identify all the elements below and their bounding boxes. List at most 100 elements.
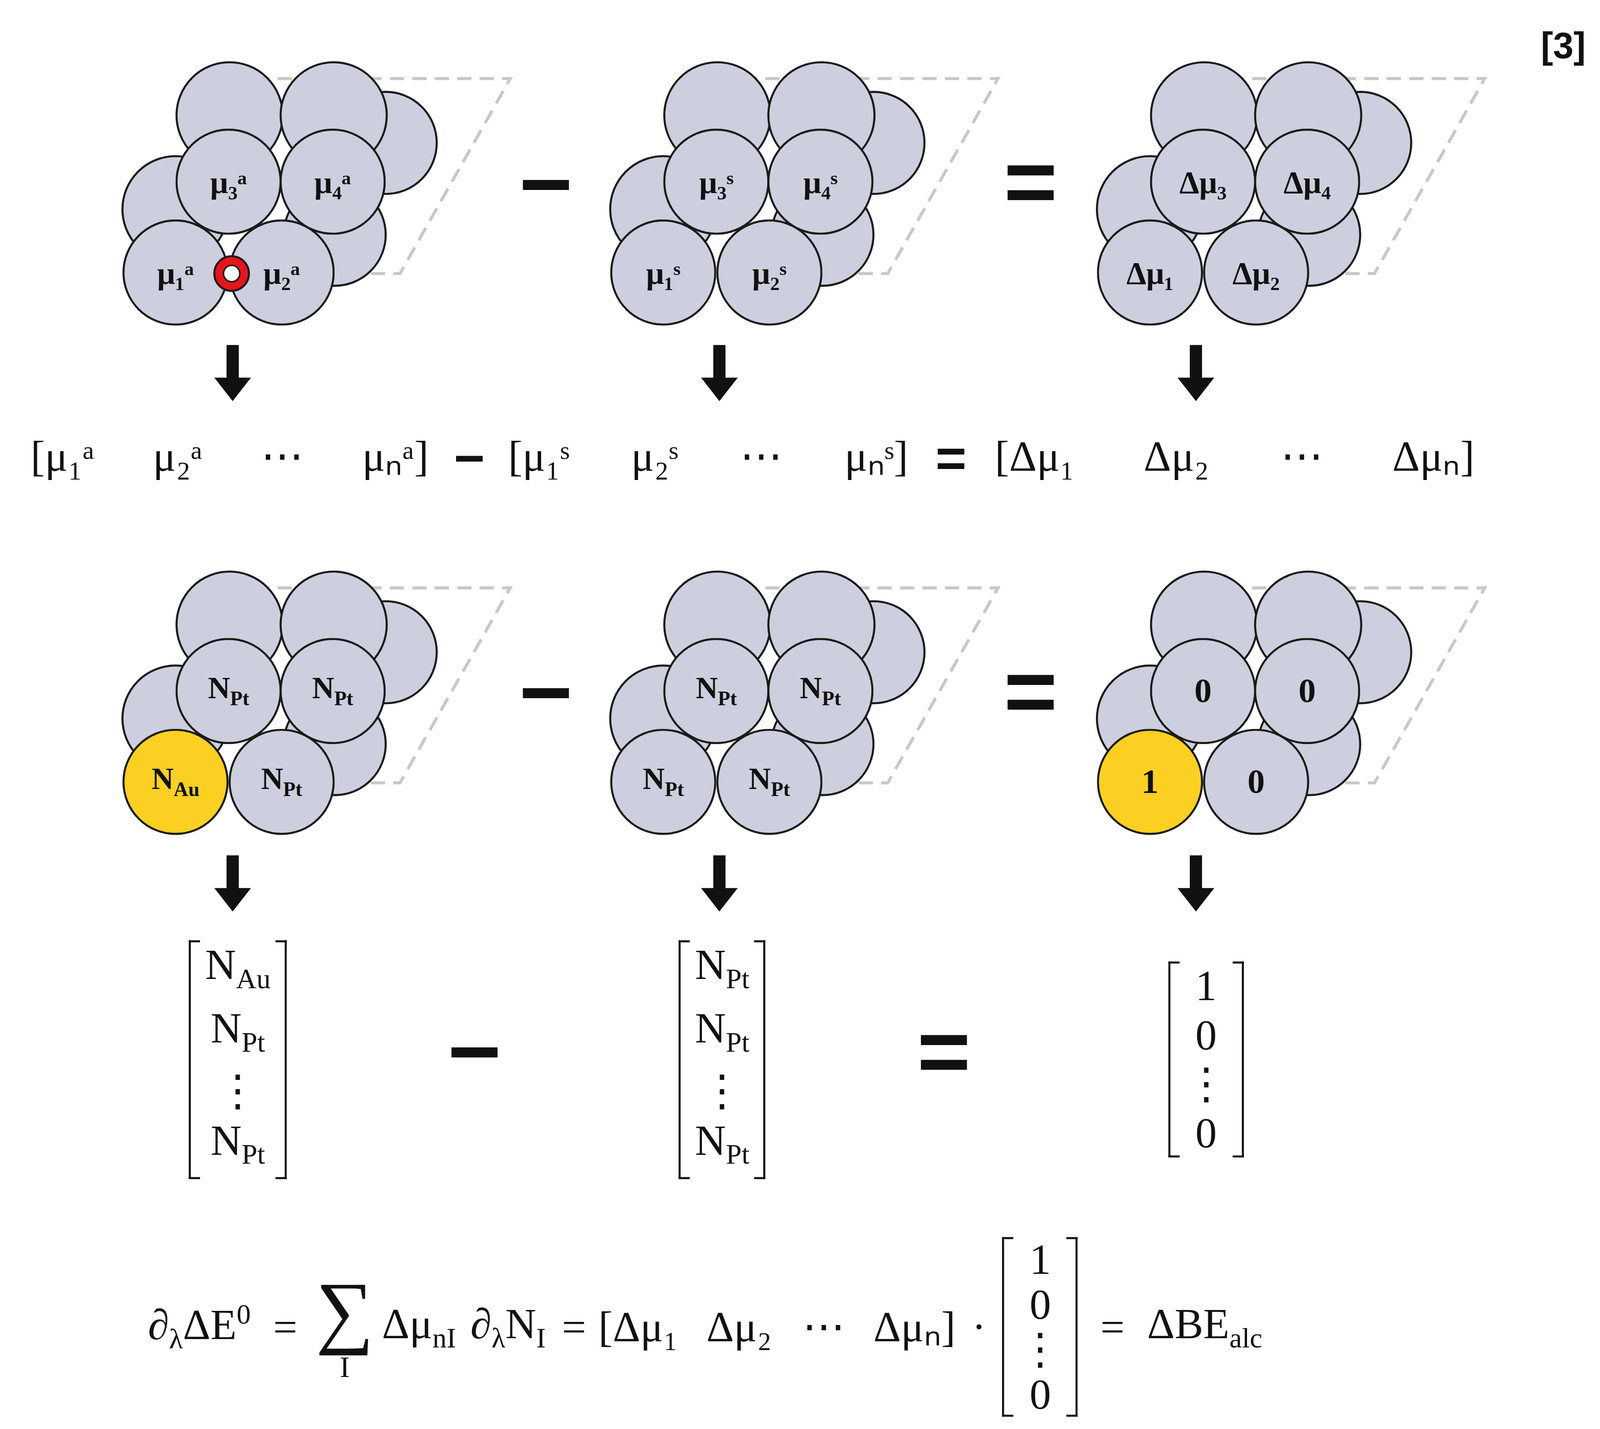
column-vector: NPtNPt⋮NPt: [678, 939, 766, 1179]
atom-label: NPt: [260, 763, 302, 800]
vector-entry: 1: [1018, 1236, 1062, 1282]
vector-entry: ⋮: [204, 1066, 271, 1116]
atom-symbol: 1: [1141, 762, 1159, 801]
atom-symbol: μ₂ˢ: [752, 254, 787, 291]
atom-node: μ₄ˢ: [767, 128, 874, 235]
sum-index: I: [339, 1352, 350, 1383]
math-symbol: [Δμ₁ Δμ₂ ⋯ Δμₙ]: [598, 1303, 956, 1351]
atom-label: Δμ₃: [1179, 165, 1227, 198]
math-subscript: alc: [1229, 1321, 1263, 1353]
atom-label: NPt: [311, 672, 353, 709]
equation-row: ∂λΔE0=∑IΔμnI∂λNI=[Δμ₁ Δμ₂ ⋯ Δμₙ]·10⋮0=ΔB…: [148, 1236, 1263, 1417]
atom-label: NPt: [748, 763, 790, 800]
math-group: =: [273, 1303, 298, 1351]
math-symbol: N: [210, 1004, 242, 1052]
math-symbol: 1: [1029, 1235, 1051, 1283]
equals-sign: =: [916, 1005, 971, 1097]
atom-subscript: Pt: [664, 777, 684, 800]
atom-label: 0: [1298, 673, 1316, 709]
equation-row: NAuNPt⋮NPt: [188, 939, 287, 1179]
atom-symbol: N: [748, 761, 771, 796]
math-symbol: N: [204, 941, 236, 989]
math-subscript: Pt: [725, 1025, 750, 1058]
math-subscript: Pt: [241, 1025, 266, 1058]
atom-node: μ₃ᵃ: [175, 128, 282, 235]
atom-node: Δμ₄: [1254, 128, 1361, 235]
math-subscript: Pt: [725, 1137, 750, 1170]
math-symbol: ∂: [470, 1299, 492, 1348]
atom-subscript: Au: [173, 777, 200, 800]
minus-sign: −: [447, 1005, 502, 1097]
atom-node: Δμ₂: [1202, 219, 1310, 326]
atom-label: μ₂ˢ: [752, 256, 787, 289]
atom-symbol: μ₂ᵃ: [263, 254, 301, 291]
math-symbol: =: [273, 1303, 298, 1351]
atom-node: Δμ₃: [1150, 128, 1257, 235]
vector-entry: NPt: [694, 1115, 750, 1179]
math-symbol: ·: [972, 1303, 987, 1351]
summation: ∑I: [315, 1270, 375, 1383]
math-group: ∂λΔE0: [148, 1298, 251, 1355]
atom-label: Δμ₂: [1232, 256, 1280, 289]
math-symbol: N: [505, 1299, 537, 1348]
atom-label: μ₁ᵃ: [157, 256, 194, 289]
vector-entry: 0: [1018, 1281, 1062, 1327]
math-symbol: ⋮: [216, 1067, 260, 1115]
minus-sign: −: [519, 645, 573, 738]
atom-symbol: 0: [1194, 671, 1212, 710]
math-symbol: 0: [1029, 1370, 1051, 1418]
math-superscript: 0: [236, 1297, 251, 1330]
vector-entry: NPt: [694, 1002, 750, 1066]
math-symbol: Δμ: [382, 1299, 433, 1348]
atom-symbol: N: [799, 670, 822, 705]
math-subscript: nI: [432, 1321, 457, 1353]
equation-row: 10⋮0: [1168, 961, 1244, 1158]
atom-node: NPt: [663, 637, 770, 744]
math-symbol: 0: [1195, 1109, 1218, 1157]
atom-label: μ₂ᵃ: [263, 256, 301, 289]
atom-node: μ₃ˢ: [663, 128, 770, 235]
math-symbol: N: [694, 941, 726, 989]
math-symbol: ⋮: [700, 1067, 744, 1115]
atom-node: μ₄ᵃ: [279, 128, 386, 235]
column-vector: 10⋮0: [1168, 961, 1244, 1158]
bracket-left: [1168, 961, 1180, 1158]
math-group: ΔBEalc: [1147, 1299, 1263, 1354]
column-vector: NAuNPt⋮NPt: [188, 939, 287, 1179]
bracket-right: [1066, 1236, 1078, 1417]
bracket-right: [1232, 961, 1244, 1158]
atom-node: Δμ₁: [1096, 219, 1203, 326]
atom-label: 0: [1247, 764, 1265, 799]
math-group: =: [561, 1303, 587, 1351]
atom-label: NPt: [695, 672, 737, 709]
vector-entry: NPt: [204, 1002, 271, 1066]
math-symbol: ⋮: [1018, 1325, 1062, 1373]
atom-symbol: N: [695, 670, 718, 705]
atom-symbol: Δμ₁: [1126, 254, 1174, 291]
atom-subscript: Pt: [717, 686, 737, 710]
atom-node: NPt: [175, 637, 282, 744]
vector-entry: 1: [1184, 961, 1228, 1010]
atom-symbol: μ₃ˢ: [699, 163, 734, 200]
math-group: ·: [972, 1303, 987, 1351]
math-symbol: 1: [1195, 962, 1218, 1010]
atom-symbol: μ₄ᵃ: [314, 163, 351, 200]
atom-symbol: N: [311, 670, 335, 705]
atom-symbol: N: [151, 761, 174, 796]
atom-label: μ₄ˢ: [803, 165, 838, 198]
math-symbol: ⋮: [1184, 1060, 1228, 1108]
atom-label: μ₃ˢ: [699, 165, 734, 198]
atom-node: NPt: [228, 728, 335, 835]
column-vector: 10⋮0: [1002, 1236, 1078, 1417]
math-symbol: N: [694, 1116, 726, 1164]
atom-symbol: Δμ₄: [1283, 163, 1331, 200]
math-group: ∂λNI: [470, 1299, 546, 1354]
math-subscript: λ: [491, 1321, 506, 1353]
math-symbol: N: [694, 1004, 726, 1052]
bracket-right: [275, 939, 287, 1179]
math-subscript: Au: [236, 962, 271, 995]
atom-symbol: μ₃ᵃ: [210, 163, 247, 200]
atom-node: NPt: [716, 728, 823, 835]
math-subscript: Pt: [725, 962, 750, 995]
atom-label: NAu: [151, 763, 200, 800]
